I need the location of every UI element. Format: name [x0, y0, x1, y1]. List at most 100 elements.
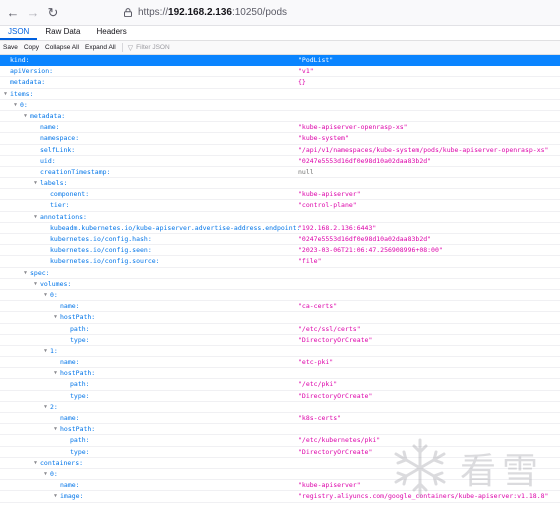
json-row[interactable]: kubernetes.io/config.hash:"0247e5553d16d… — [0, 234, 560, 246]
expand-toggle-icon[interactable]: ▼ — [53, 426, 57, 433]
json-row[interactable]: ▼1: — [0, 346, 560, 358]
json-row[interactable]: kubeadm.kubernetes.io/kube-apiserver.adv… — [0, 223, 560, 234]
json-row[interactable]: ▼0: — [0, 290, 560, 302]
json-value: "0247e5553d16df0e98d10a02daa83b2d" — [298, 235, 432, 243]
json-row[interactable]: ▼hostPath: — [0, 368, 560, 380]
json-key: hostPath: — [60, 313, 96, 322]
json-row[interactable]: namespace:"kube-system" — [0, 133, 560, 145]
json-row[interactable]: name:"kube-apiserver-openrasp-xs" — [0, 122, 560, 134]
save-button[interactable]: Save — [3, 44, 18, 51]
expand-toggle-icon[interactable]: ▼ — [43, 347, 47, 354]
json-value: "k8s-certs" — [298, 414, 342, 422]
expand-toggle-icon[interactable]: ▼ — [33, 459, 37, 466]
expand-all-button[interactable]: Expand All — [84, 44, 116, 51]
json-row[interactable]: ▼2: — [0, 402, 560, 413]
json-row[interactable]: type:"DirectoryOrCreate" — [0, 391, 560, 402]
json-value: "v1" — [298, 67, 314, 76]
json-row[interactable]: ▼0: — [0, 469, 560, 481]
json-row[interactable]: name:"kube-apiserver" — [0, 480, 560, 492]
json-key: path: — [70, 436, 90, 445]
json-row[interactable]: apiVersion:"v1" — [0, 66, 560, 78]
collapse-all-button[interactable]: Collapse All — [45, 44, 79, 51]
json-row[interactable]: tier:"control-plane" — [0, 200, 560, 212]
json-row[interactable]: metadata:{} — [0, 77, 560, 89]
lock-icon — [124, 8, 132, 17]
json-key: 0: — [50, 290, 58, 299]
json-key: kubernetes.io/config.seen: — [50, 246, 152, 255]
expand-toggle-icon[interactable]: ▼ — [23, 112, 27, 119]
json-key: labels: — [40, 179, 68, 188]
json-key: 2: — [50, 402, 58, 411]
watermark-text: 看雪 — [460, 451, 545, 492]
json-row[interactable]: uid:"0247e5553d16df0e98d10a02daa83b2d" — [0, 156, 560, 167]
tab-headers[interactable]: Headers — [96, 27, 127, 36]
json-row[interactable]: ▼image: "registry.aliyuncs.com/google_con… — [0, 491, 560, 503]
json-row[interactable]: component:"kube-apiserver" — [0, 189, 560, 201]
json-value: "kube-apiserver-openrasp-xs" — [298, 123, 408, 132]
filter-icon: ▽ — [127, 44, 134, 52]
json-row[interactable]: kubernetes.io/config.source:"file" — [0, 256, 560, 268]
json-value: "registry.aliyuncs.com/google_containers… — [298, 492, 549, 501]
json-row[interactable]: kubernetes.io/config.seen: "2023-03-06T21… — [0, 245, 560, 257]
expand-toggle-icon[interactable]: ▼ — [53, 493, 57, 500]
tab-raw-data[interactable]: Raw Data — [45, 27, 81, 36]
json-row[interactable]: ▼annotations: — [0, 212, 560, 223]
json-key: image: — [60, 492, 84, 501]
json-viewer-tabs: JSON Raw Data Headers — [0, 26, 560, 41]
json-value: "/etc/ssl/certs" — [298, 324, 361, 333]
json-key: type: — [70, 335, 90, 344]
json-key: annotations: — [40, 212, 87, 221]
json-row[interactable]: ▼items: — [0, 89, 560, 100]
json-row[interactable]: ▼metadata: — [0, 111, 560, 123]
expand-toggle-icon[interactable]: ▼ — [43, 470, 47, 477]
json-key: creationTimestamp: — [40, 167, 111, 176]
json-key: hostPath: — [60, 425, 96, 434]
expand-toggle-icon[interactable]: ▼ — [23, 269, 27, 276]
json-row[interactable]: ▼hostPath: — [0, 312, 560, 324]
tab-json[interactable]: JSON — [0, 26, 38, 40]
json-value: "/etc/pki" — [298, 380, 338, 389]
json-row[interactable]: ▼labels: — [0, 178, 560, 190]
json-value: "PodList" — [298, 56, 334, 64]
expand-toggle-icon[interactable]: ▼ — [33, 280, 37, 287]
expand-toggle-icon[interactable]: ▼ — [33, 180, 37, 187]
expand-toggle-icon[interactable]: ▼ — [3, 90, 7, 97]
json-value: "2023-03-06T21:06:47.256908996+08:00" — [298, 246, 443, 255]
json-key: metadata: — [10, 78, 46, 87]
json-row[interactable]: selfLink:"/api/v1/namespaces/kube-system… — [0, 145, 560, 156]
json-value: "/api/v1/namespaces/kube-system/pods/kub… — [298, 145, 549, 154]
expand-toggle-icon[interactable]: ▼ — [33, 213, 37, 220]
json-row[interactable]: ▼spec: — [0, 268, 560, 279]
json-row[interactable]: name:"ca-certs" — [0, 301, 560, 313]
json-row[interactable]: path:"/etc/pki" — [0, 379, 560, 391]
expand-toggle-icon[interactable]: ▼ — [13, 101, 17, 108]
forward-icon[interactable]: → — [26, 5, 40, 20]
expand-toggle-icon[interactable]: ▼ — [53, 314, 57, 321]
json-row[interactable]: path:"/etc/ssl/certs" — [0, 324, 560, 335]
copy-button[interactable]: Copy — [23, 44, 40, 51]
json-row[interactable]: kind: "PodList" — [0, 55, 560, 67]
expand-toggle-icon[interactable]: ▼ — [43, 403, 47, 410]
json-row[interactable]: name:"k8s-certs" — [0, 413, 560, 425]
json-row[interactable]: path:"/etc/kubernetes/pki" — [0, 435, 560, 447]
filter-json-input[interactable]: ▽ Filter JSON — [128, 44, 170, 52]
json-key: kind: — [10, 56, 30, 64]
json-row[interactable]: ▼containers: — [0, 458, 560, 469]
url-scheme: https:// — [138, 7, 169, 18]
json-row[interactable]: ▼hostPath: — [0, 424, 560, 436]
json-row[interactable]: type:"DirectoryOrCreate" — [0, 335, 560, 346]
json-row[interactable]: type:"DirectoryOrCreate" — [0, 447, 560, 458]
json-key: metadata: — [30, 111, 66, 120]
json-value: "control-plane" — [298, 201, 357, 210]
url-bar[interactable]: https://192.168.2.136:10250/pods — [124, 4, 424, 21]
expand-toggle-icon[interactable]: ▼ — [43, 291, 47, 298]
expand-toggle-icon[interactable]: ▼ — [53, 370, 57, 377]
back-icon[interactable]: ← — [6, 5, 20, 20]
json-row[interactable]: creationTimestamp:null — [0, 167, 560, 179]
json-row[interactable]: ▼0: — [0, 100, 560, 111]
json-row[interactable]: ▼volumes: — [0, 279, 560, 290]
json-key: uid: — [40, 156, 56, 165]
json-row[interactable]: name:"etc-pki" — [0, 357, 560, 369]
reload-icon[interactable]: ↻ — [47, 5, 59, 20]
json-toolbar: Save Copy Collapse All Expand All ▽ Filt… — [0, 41, 560, 55]
